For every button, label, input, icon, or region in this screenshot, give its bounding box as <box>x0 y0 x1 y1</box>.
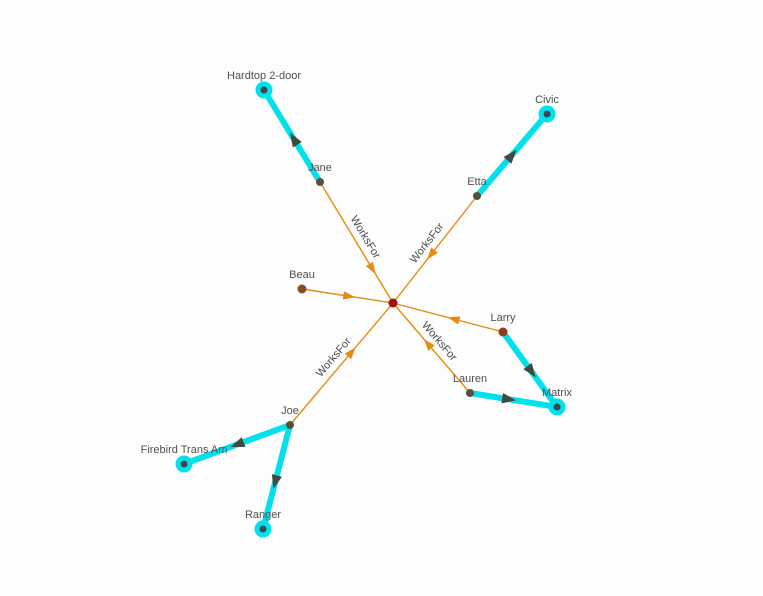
graph-node[interactable] <box>553 403 561 411</box>
edge-arrowhead <box>427 247 438 260</box>
edge-arrowhead <box>501 393 517 404</box>
graph-node[interactable] <box>260 86 268 94</box>
edge-arrowhead <box>423 338 435 351</box>
edge-arrowhead <box>271 474 282 489</box>
edge-arrowhead <box>342 291 356 300</box>
relationship-edge[interactable] <box>289 302 394 426</box>
relationship-edge[interactable] <box>319 181 394 304</box>
graph-node[interactable] <box>466 389 474 397</box>
node-label: Firebird Trans Am <box>141 444 228 456</box>
graph-node[interactable] <box>388 298 398 308</box>
edge-arrowhead <box>290 132 302 148</box>
edge-arrowhead <box>344 347 356 360</box>
graph-node[interactable] <box>180 460 188 468</box>
edge-arrowhead <box>447 316 461 325</box>
node-label: Ranger <box>245 509 281 521</box>
node-label: Lauren <box>453 373 487 385</box>
nodes-layer <box>180 86 561 533</box>
graph-node[interactable] <box>259 525 267 533</box>
node-label: Hardtop 2-door <box>227 70 301 82</box>
edge-arrowhead <box>503 149 517 164</box>
arrows-layer <box>230 132 536 489</box>
node-label: Beau <box>289 269 315 281</box>
node-label: Etta <box>467 176 487 188</box>
node-label: Larry <box>490 312 516 324</box>
graph-node[interactable] <box>473 192 481 200</box>
node-label: Civic <box>535 94 559 106</box>
edge-arrowhead <box>230 437 246 447</box>
edge-arrowhead <box>365 261 376 275</box>
node-label: Joe <box>281 405 299 417</box>
graph-node[interactable] <box>543 110 551 118</box>
graph-node[interactable] <box>297 284 307 294</box>
edge-arrowhead <box>523 363 536 378</box>
graph-node[interactable] <box>498 327 508 337</box>
node-label: Matrix <box>542 387 572 399</box>
graph-node[interactable] <box>316 178 324 186</box>
node-label: Jane <box>308 162 332 174</box>
relationship-edge[interactable] <box>392 195 478 304</box>
graph-node[interactable] <box>286 421 294 429</box>
